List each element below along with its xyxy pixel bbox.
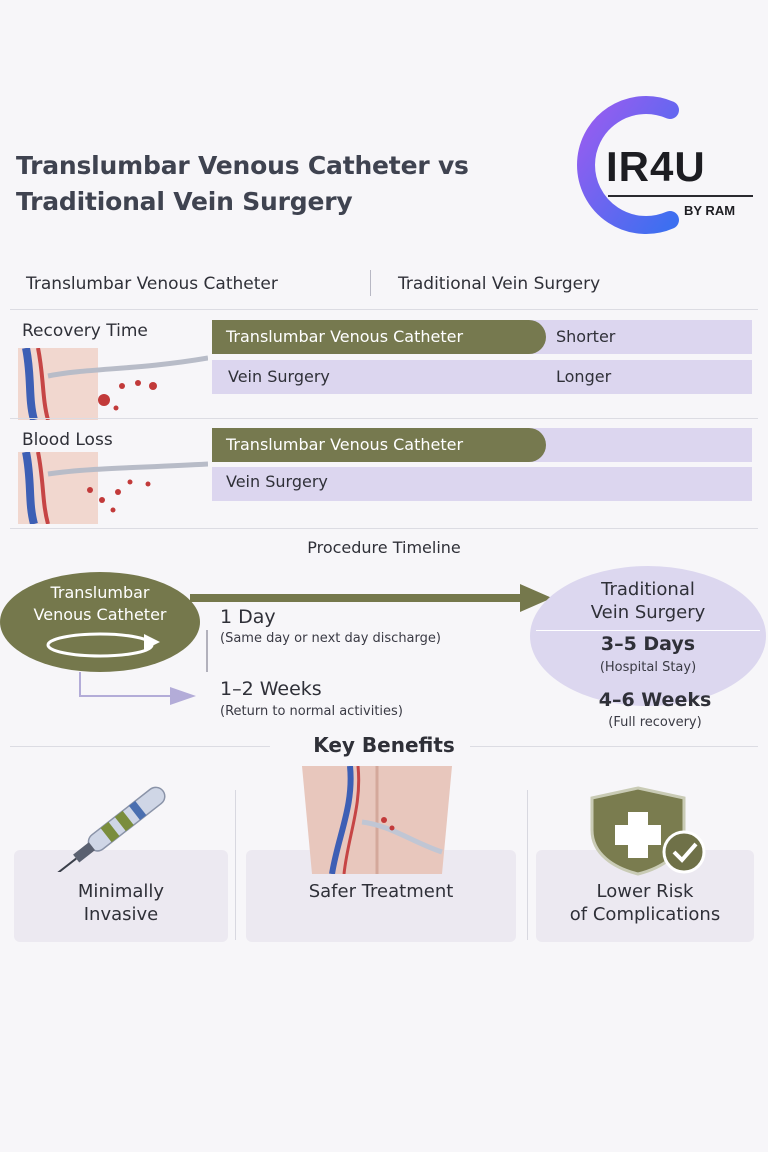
blood-loss-label: Blood Loss [22,430,113,450]
recovery-value-longer: Longer [556,367,612,386]
timeline-title: Procedure Timeline [307,538,461,557]
back-anatomy-icon [302,766,452,874]
benefit-card-safer-treatment: Safer Treatment [246,850,516,942]
blood-loss-bar-catheter: Translumbar Venous Catheter [212,428,546,462]
column-header-right: Traditional Vein Surgery [398,274,601,294]
divider-line [470,746,758,747]
benefit-1-label: Minimally Invasive [14,880,228,926]
logo-subtitle: BY RAM [684,203,736,218]
column-divider [370,270,371,296]
benefit-3-label: Lower Risk of Complications [536,880,754,926]
cycle-arrow-icon [46,632,160,658]
catheter-device-icon [53,786,166,872]
step-2-note: (Return to normal activities) [220,704,403,719]
oval-right-line-1: Traditional [601,579,695,600]
logo-divider [608,195,753,197]
benefit-1-line-2: Invasive [83,904,159,925]
blood-loss-bar-surgery: Vein Surgery [226,472,328,491]
recovery-time-label: Recovery Time [22,321,148,341]
blood-loss-illustration [18,452,208,524]
logo-text: IR4U [606,143,706,190]
timeline-catheter-oval: Translumbar Venous Catheter [0,572,200,672]
benefit-2-label: Safer Treatment [308,881,454,902]
oval-right-title: Traditional Vein Surgery [530,578,766,624]
title-line-2: Traditional Vein Surgery [16,187,353,216]
logo-ring-icon [577,96,679,234]
divider-line [10,418,758,419]
divider-line [10,746,270,747]
title-line-1: Translumbar Venous Catheter vs [16,151,469,180]
benefit-card-minimally-invasive: Minimally Invasive [14,850,228,942]
right-step-1-duration: 3–5 Days [600,633,696,655]
shield-check-icon [590,786,706,876]
recovery-bar-catheter: Translumbar Venous Catheter [212,320,546,354]
benefit-1-line-1: Minimally [77,881,165,902]
recovery-bar-surgery: Vein Surgery [228,367,330,386]
right-step-2-note: (Full recovery) [608,715,702,730]
page-title: Translumbar Venous Catheter vs Tradition… [16,148,469,220]
step-1-duration: 1 Day [220,606,276,628]
vein-catheter-illustration [18,348,208,420]
oval-right-line-2: Vein Surgery [590,602,706,623]
benefit-divider [527,790,528,940]
step-1-note: (Same day or next day discharge) [220,631,441,646]
benefit-3-line-2: of Complications [569,904,721,925]
right-step-1-note: (Hospital Stay) [599,660,697,675]
divider-line [10,528,758,529]
benefit-divider [235,790,236,940]
oval-divider [536,630,760,631]
step-2-duration: 1–2 Weeks [220,678,322,700]
recovery-bar-2-bg [212,360,752,394]
oval-left-line-1: Translumbar [50,583,150,602]
timeline-arrows [79,584,552,705]
oval-left-line-2: Venous Catheter [33,605,167,624]
recovery-value-shorter: Shorter [556,327,616,346]
timeline-surgery-oval [530,566,766,706]
blood-loss-bar-2-bg [212,467,752,501]
benefit-3-line-1: Lower Risk [596,881,694,902]
key-benefits-title: Key Benefits [313,733,455,757]
divider-line [10,309,758,310]
right-step-2-duration: 4–6 Weeks [598,689,712,711]
column-header-left: Translumbar Venous Catheter [26,274,278,294]
